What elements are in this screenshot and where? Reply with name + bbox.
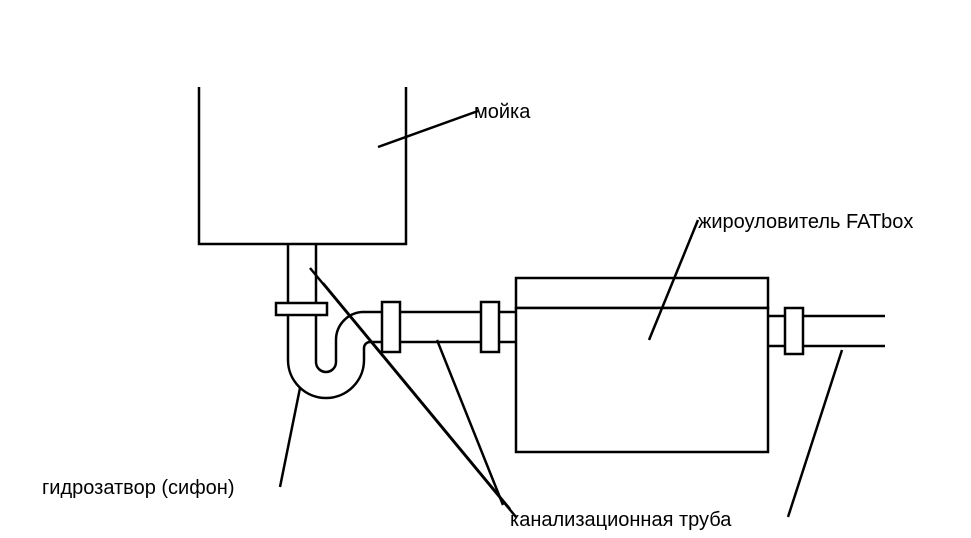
leaders-sewer-pipe [309, 267, 844, 518]
label-sink: мойка [474, 101, 531, 123]
sink [197, 87, 408, 246]
siphon-trap [286, 310, 384, 400]
pipe-flange-2 [479, 300, 501, 354]
grease-trap-box [514, 276, 770, 454]
sewer-pipe-outlet [768, 314, 885, 348]
siphon-nut [274, 301, 329, 317]
label-grease-trap: жироуловитель FATbox [698, 211, 913, 233]
pipe-flange-3 [783, 306, 805, 356]
leader-grease-trap [647, 219, 700, 341]
label-water-seal: гидрозатвор (сифон) [42, 477, 235, 499]
pipe-flange-1 [380, 300, 402, 354]
leader-water-seal [278, 387, 302, 488]
leader-sink [377, 109, 479, 149]
label-sewer-pipe: канализационная труба [510, 509, 732, 531]
